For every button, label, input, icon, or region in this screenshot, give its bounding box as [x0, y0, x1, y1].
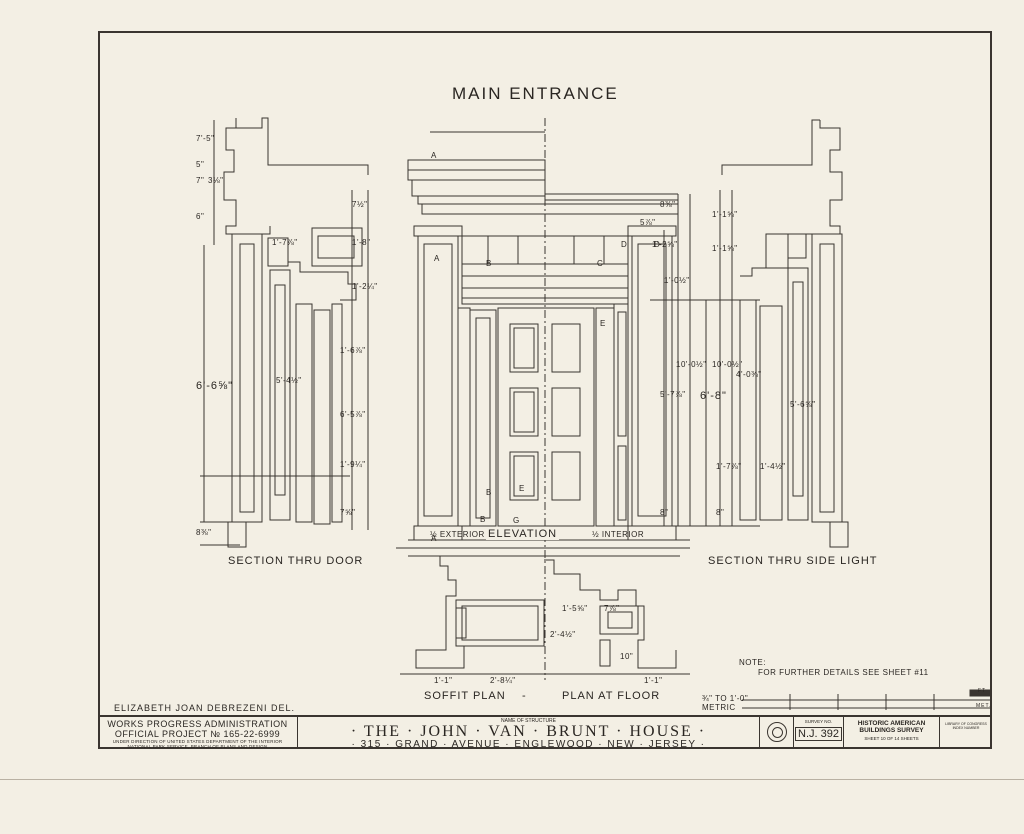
dimension-text: 8⅜": [660, 200, 676, 209]
dimension-text: 4'-0⅜": [736, 370, 762, 379]
section-mark: B: [480, 515, 486, 524]
habs-sheet: SHEET 10 OF 14 SHEETS: [864, 736, 919, 741]
door-section-drawing: [200, 117, 369, 548]
survey-number: N.J. 392: [795, 727, 842, 741]
habs-line1: HISTORIC AMERICAN: [857, 720, 926, 727]
dimension-text: 6'-8": [700, 390, 727, 402]
habs-line2: BUILDINGS SURVEY: [859, 727, 924, 734]
floor-plan-drawing: [396, 547, 690, 675]
structure-address: · 315 · GRAND · AVENUE · ENGLEWOOD · NEW…: [351, 739, 706, 750]
delineator-credit: ELIZABETH JOAN DEBREZENI DEL.: [114, 703, 296, 713]
section-mark: C: [597, 259, 604, 268]
dimension-text: 5'-7⅞": [660, 390, 686, 399]
dimension-text: 5'-4½": [276, 376, 302, 385]
dimension-text: 8⅜": [196, 528, 212, 537]
dimension-text: 7": [196, 176, 205, 185]
dimension-text: 7⅝": [340, 508, 356, 517]
wpa-branch: NATIONAL PARK SERVICE, BRANCH OF PLANS A…: [127, 744, 268, 749]
label-section-thru-door: SECTION THRU DOOR: [228, 555, 364, 567]
dimension-text: 7⅞": [604, 604, 620, 613]
section-mark: B: [486, 488, 492, 497]
dimension-text: 1'-8": [352, 238, 371, 247]
scale-bar-graphic: [742, 689, 991, 710]
dimension-text: 1'-1": [644, 676, 663, 685]
section-mark: A: [434, 254, 440, 263]
dimension-text: 8": [660, 508, 669, 517]
dimension-text: 2'-4½": [550, 630, 576, 639]
label-plan-at-floor: PLAN AT FLOOR: [562, 690, 661, 702]
label-soffit-plan: SOFFIT PLAN: [424, 690, 506, 702]
section-mark: E: [519, 484, 525, 493]
interior-seal-icon: [767, 722, 787, 742]
dimension-text: 6": [196, 212, 205, 221]
section-mark: B: [486, 259, 492, 268]
dimension-text: 5'-6⅝": [790, 400, 816, 409]
dimension-text: 10": [620, 652, 634, 661]
section-mark: E: [600, 319, 606, 328]
section-mark: D: [621, 240, 628, 249]
note-text: FOR FURTHER DETAILS SEE SHEET #11: [758, 668, 929, 677]
dimension-text: 7½": [352, 200, 368, 209]
border-frame: [98, 31, 992, 749]
dimension-text: 5⅞": [640, 218, 656, 227]
section-mark: A: [431, 151, 437, 160]
title-block: WORKS PROGRESS ADMINISTRATION OFFICIAL P…: [98, 715, 992, 750]
elevation-drawing: [407, 118, 700, 680]
dimension-text: 1'-2¼": [352, 282, 378, 291]
wpa-title: WORKS PROGRESS ADMINISTRATION: [107, 719, 288, 729]
library-index: LIBRARY OF CONGRESS INDEX NUMBER: [945, 722, 987, 730]
dimension-text: 1'-5⅝": [562, 604, 588, 613]
habs-block: HISTORIC AMERICAN BUILDINGS SURVEY SHEET…: [844, 717, 940, 749]
wpa-project: OFFICIAL PROJECT № 165-22-6999: [114, 729, 281, 739]
scale-met: MET.: [976, 703, 992, 709]
dimension-text: 6'-6⅝": [196, 380, 234, 392]
label-plan-separator: -: [522, 690, 527, 702]
seal-block: [760, 717, 794, 749]
dimension-text: 6'-5⅞": [340, 410, 366, 419]
scale-ft: FT: [978, 688, 987, 694]
section-mark: A: [431, 534, 437, 543]
note-label: NOTE:: [739, 658, 766, 667]
dimension-text: 1'-2⅝": [652, 240, 678, 249]
label-section-thru-side-light: SECTION THRU SIDE LIGHT: [708, 555, 878, 567]
scale-imperial: ¾" TO 1'-0": [702, 694, 749, 703]
label-half-exterior: ½ EXTERIOR: [430, 530, 485, 539]
sheet-title: MAIN ENTRANCE: [452, 84, 619, 103]
dimension-text: 1'-9¼": [340, 460, 366, 469]
dimension-text: 1'-7⅞": [272, 238, 298, 247]
wpa-direction: UNDER DIRECTION OF UNITED STATES DEPARTM…: [112, 739, 283, 744]
dimension-text: 10'-0½": [712, 360, 743, 369]
dimension-text: 1'-1⅝": [712, 210, 738, 219]
scale-metric: METRIC: [702, 703, 736, 712]
survey-block: SURVEY NO. N.J. 392: [794, 717, 844, 749]
survey-label: SURVEY NO.: [804, 719, 833, 724]
wpa-block: WORKS PROGRESS ADMINISTRATION OFFICIAL P…: [98, 717, 298, 749]
dimension-text: 7'-5": [196, 134, 215, 143]
dimension-text: 1'-1": [434, 676, 453, 685]
dimension-text: 1'-4½": [760, 462, 786, 471]
section-mark: D: [654, 240, 661, 249]
structure-name-label: NAME OF STRUCTURE: [501, 718, 556, 724]
sheet-edge-line: [0, 779, 1024, 780]
section-mark: G: [513, 516, 520, 525]
side-light-section-drawing: [700, 119, 849, 548]
label-half-interior: ½ INTERIOR: [592, 530, 645, 539]
dimension-text: 1'-0½": [664, 276, 690, 285]
library-block: LIBRARY OF CONGRESS INDEX NUMBER: [940, 717, 992, 749]
dimension-text: 1'-6⅞": [340, 346, 366, 355]
dimension-text: 1'-1⅝": [712, 244, 738, 253]
dimension-text: 3⅛": [208, 176, 224, 185]
dimension-text: 5": [196, 160, 205, 169]
dimension-text: 2'-8¼": [490, 676, 516, 685]
structure-name: · THE · JOHN · VAN · BRUNT · HOUSE ·: [350, 723, 707, 740]
dimension-text: 1'-7⅞": [716, 462, 742, 471]
structure-name-block: NAME OF STRUCTURE · THE · JOHN · VAN · B…: [298, 717, 760, 750]
dimension-text: 8": [716, 508, 725, 517]
dimension-text: 10'-0½": [676, 360, 707, 369]
label-elevation: ELEVATION: [486, 528, 560, 540]
